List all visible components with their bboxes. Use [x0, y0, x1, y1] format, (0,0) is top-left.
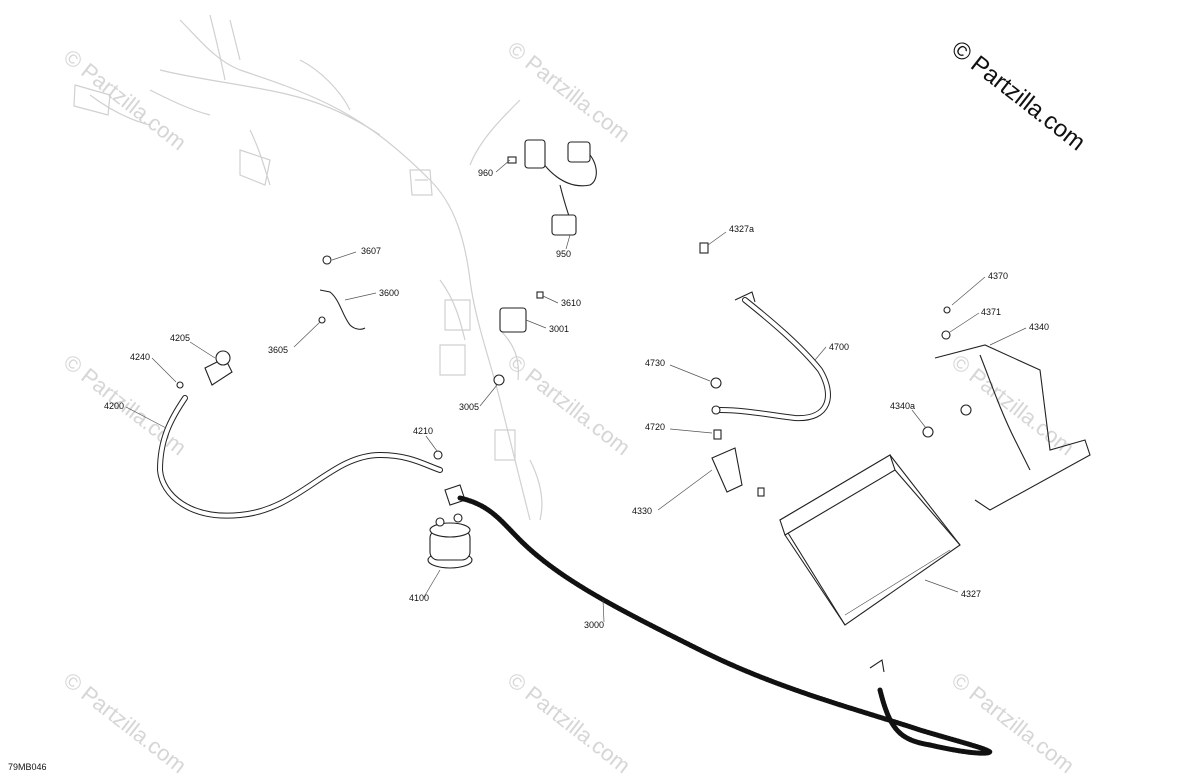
callout-3001: 3001	[549, 324, 569, 334]
callout-3607: 3607	[361, 246, 381, 256]
battery-4327	[779, 454, 961, 626]
callout-4370: 4370	[988, 271, 1008, 281]
watermark: © Partzilla.com	[947, 667, 1079, 778]
callout-4205: 4205	[170, 333, 190, 343]
terminal-cap-4330	[711, 447, 765, 497]
watermark: © Partzilla.com	[59, 349, 191, 460]
watermark: © Partzilla.com	[503, 349, 635, 460]
callout-4210: 4210	[413, 426, 433, 436]
callout-4330: 4330	[632, 506, 652, 516]
relay-3001	[493, 291, 544, 386]
watermark: © Partzilla.com	[59, 667, 191, 778]
callout-4720: 4720	[645, 422, 665, 432]
callout-4340: 4340	[1029, 322, 1049, 332]
ground-strap-3600	[318, 255, 366, 330]
callout-3000: 3000	[584, 620, 604, 630]
bracket-4340	[922, 306, 1091, 511]
callout-4371: 4371	[981, 307, 1001, 317]
callout-3005: 3005	[459, 402, 479, 412]
callout-3610: 3610	[561, 298, 581, 308]
callout-4327: 4327	[961, 589, 981, 599]
ghost-harness	[73, 14, 543, 521]
callout-4340a: 4340a	[890, 401, 915, 411]
copyright-brand: © Partzilla.com	[946, 35, 1090, 156]
callout-3605: 3605	[268, 345, 288, 355]
callout-4200: 4200	[104, 401, 124, 411]
callout-3600: 3600	[379, 288, 399, 298]
solenoid-4100	[427, 484, 473, 569]
diagram-code: 79MB046	[8, 762, 47, 772]
callout-4327a: 4327a	[729, 224, 754, 234]
main-harness-3000	[457, 495, 995, 756]
callout-4240: 4240	[130, 352, 150, 362]
callout-950: 950	[556, 249, 571, 259]
watermark: © Partzilla.com	[503, 36, 635, 147]
battery-cable-4700	[699, 242, 831, 440]
connector-harness-950	[507, 139, 597, 236]
callout-4730: 4730	[645, 358, 665, 368]
callout-labels: 960 950 3607 3600 3605 3610 3001 3005 42…	[104, 168, 1049, 630]
callout-4100: 4100	[409, 593, 429, 603]
watermark: © Partzilla.com	[59, 44, 191, 155]
callout-960: 960	[478, 168, 493, 178]
callout-4700: 4700	[829, 342, 849, 352]
watermark: © Partzilla.com	[503, 667, 635, 778]
battery-cable-4200	[156, 350, 443, 519]
leader-lines	[125, 159, 1027, 623]
